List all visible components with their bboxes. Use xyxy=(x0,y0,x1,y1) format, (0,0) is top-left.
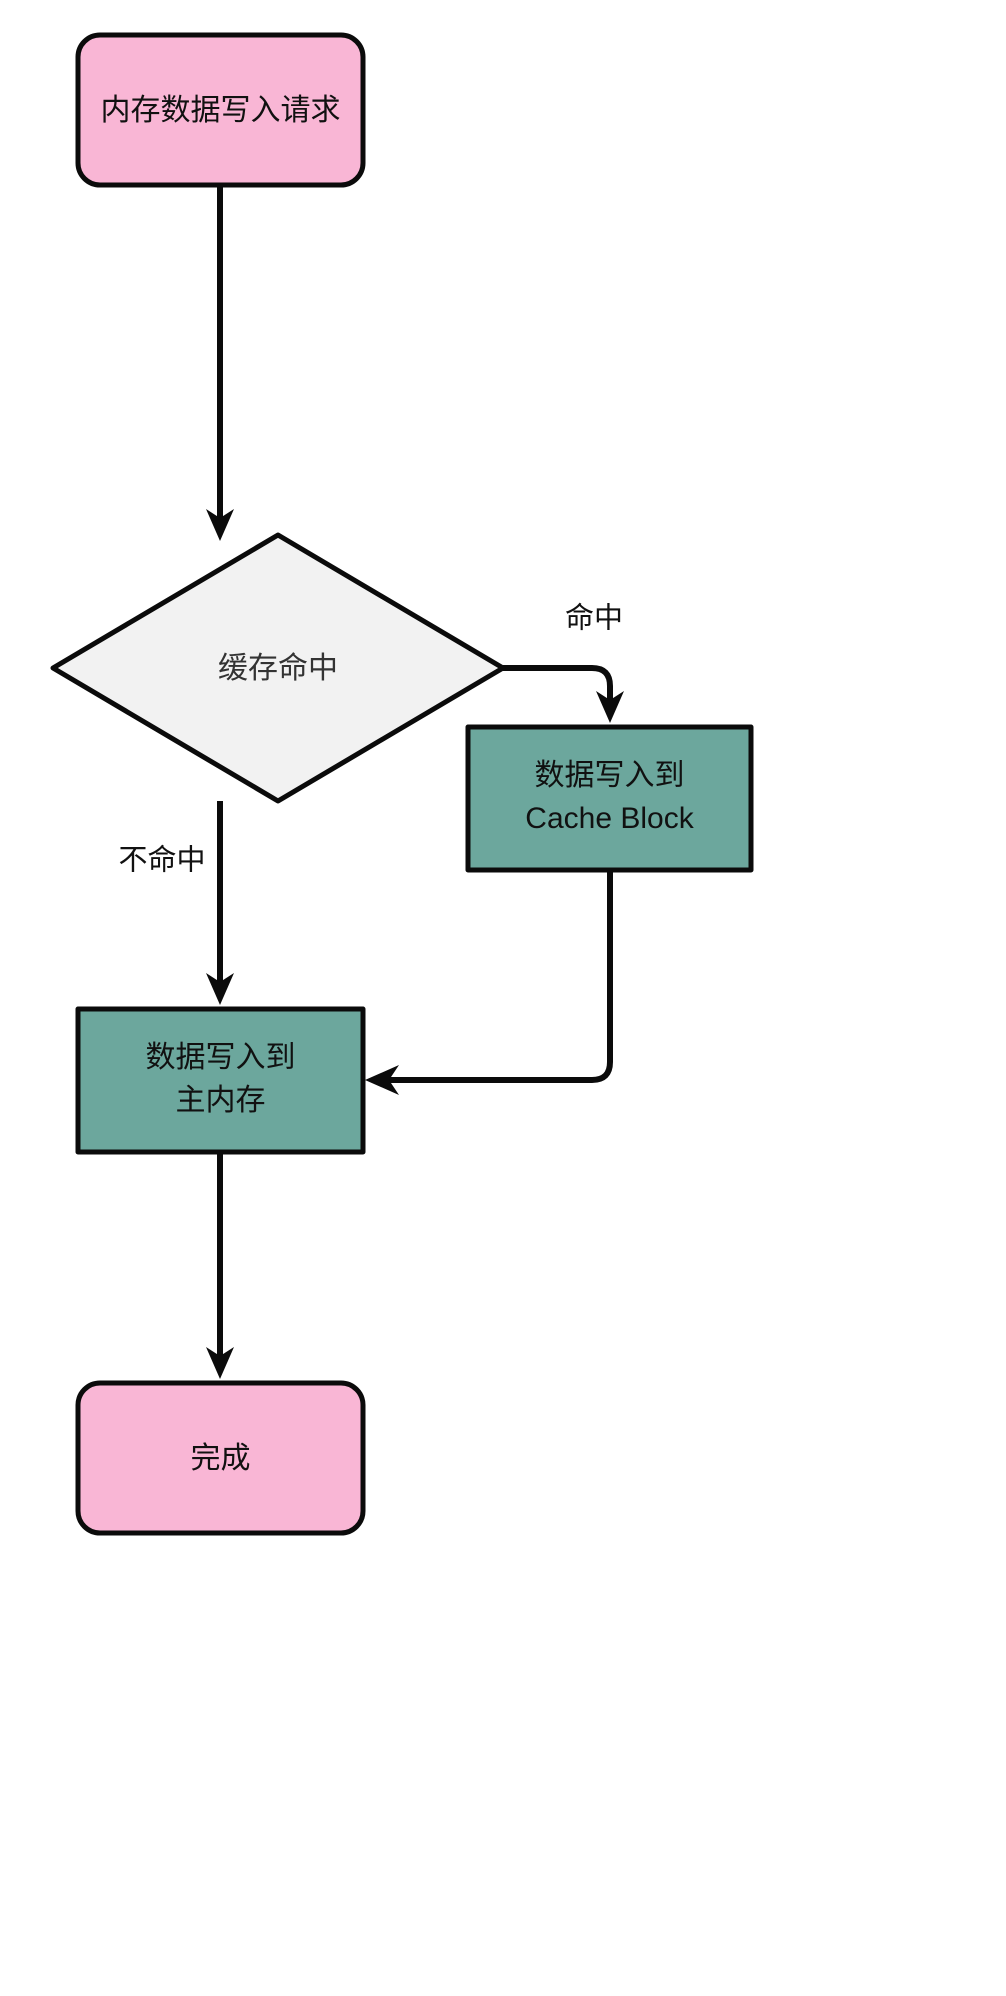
node-shape-rect xyxy=(75,1006,366,1155)
node-write-cache-label-line1: 数据写入到 xyxy=(535,759,685,792)
node-write-cache-label-line2: Cache Block xyxy=(525,802,694,835)
node-shape-diamond xyxy=(50,532,506,804)
edge-start-to-decision xyxy=(206,185,234,541)
edge-decision-to-write-cache xyxy=(503,665,624,723)
arrow-head-icon xyxy=(206,973,234,1005)
node-shape-rounded-rect xyxy=(75,32,366,188)
edge-line xyxy=(385,870,613,1083)
edge-write-cache-to-write-memory xyxy=(365,870,613,1095)
arrow-head-icon xyxy=(596,691,624,723)
node-process-write-cache-block[interactable]: 数据写入到 Cache Block xyxy=(465,724,754,873)
node-start-memory-write-request[interactable]: 内存数据写入请求 xyxy=(75,32,366,188)
edge-label-hit: 命中 xyxy=(565,602,623,635)
node-start-label: 内存数据写入请求 xyxy=(101,94,341,127)
edge-write-memory-to-end xyxy=(206,1152,234,1379)
arrow-head-icon xyxy=(206,509,234,541)
node-write-memory-label-line2: 主内存 xyxy=(176,1084,266,1117)
edge-decision-to-write-memory xyxy=(206,801,234,1005)
arrow-head-icon xyxy=(206,1347,234,1379)
node-end-complete[interactable]: 完成 xyxy=(75,1380,366,1536)
node-decision-cache-hit[interactable]: 缓存命中 xyxy=(50,532,506,804)
node-process-write-main-memory[interactable]: 数据写入到 主内存 xyxy=(75,1006,366,1155)
edge-line xyxy=(503,665,613,705)
node-decision-label: 缓存命中 xyxy=(218,652,338,685)
node-shape-rounded-rect xyxy=(75,1380,366,1536)
node-end-label: 完成 xyxy=(191,1442,251,1475)
node-shape-rect xyxy=(465,724,754,873)
arrow-head-icon xyxy=(365,1065,399,1095)
edge-label-miss: 不命中 xyxy=(118,844,205,877)
node-write-memory-label-line1: 数据写入到 xyxy=(146,1041,296,1074)
